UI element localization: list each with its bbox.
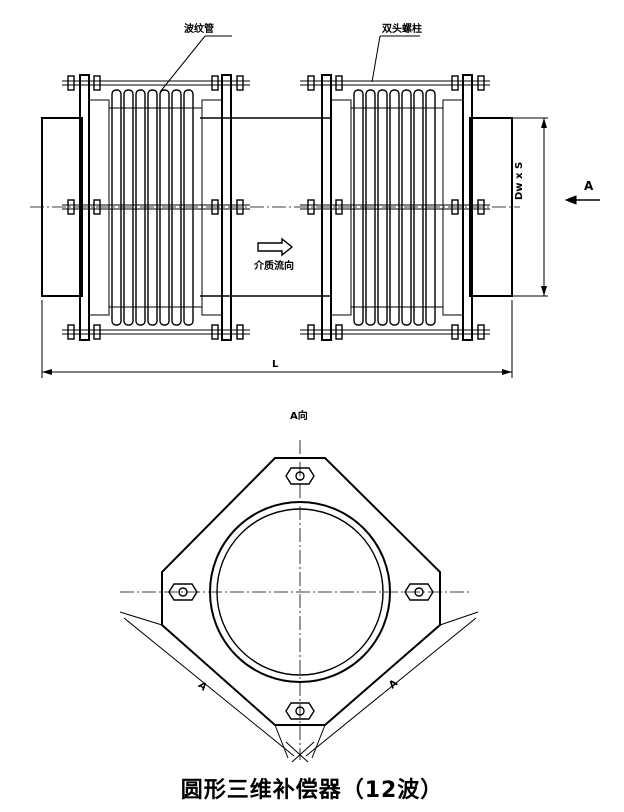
dim-arrow-right: [502, 369, 512, 375]
dim-arrow-left: [42, 369, 52, 375]
label-dim-diameter: Dw x S: [514, 161, 525, 200]
view-arrowhead: [564, 195, 577, 205]
flow-arrow-icon: [257, 237, 294, 257]
leader-stud: [371, 35, 381, 83]
dim-ext-a-left-1: [119, 611, 163, 626]
bolt-bottom: [285, 702, 315, 720]
bellows-left: [88, 89, 223, 326]
label-view-title: A向: [290, 411, 308, 422]
drawing-caption: 圆形三维补偿器（12波）: [180, 778, 444, 803]
dim-arrow-top: [541, 118, 547, 128]
bellows-right: [330, 89, 464, 326]
dim-line-a-left: [123, 617, 295, 757]
bolt-left: [168, 583, 198, 601]
dim-arrow-bottom: [541, 286, 547, 296]
label-flow-direction: 介质流向: [254, 261, 294, 272]
bolt-top: [285, 467, 315, 485]
dim-ext-a-right-2: [311, 724, 326, 759]
dim-ext-a-right-1: [439, 611, 479, 626]
dim-cross-2: [291, 741, 315, 763]
dim-cross-1: [285, 741, 309, 763]
leader-bellows: [159, 35, 206, 93]
label-double-stud: 双头螺柱: [382, 24, 422, 35]
studs: [62, 75, 490, 340]
bolt-right: [404, 583, 434, 601]
label-view-arrow: A: [584, 179, 594, 193]
label-dim-length: L: [272, 359, 279, 370]
label-bellows: 波纹管: [184, 24, 214, 35]
dim-line-a-right: [305, 617, 477, 757]
dim-ext-a-left-2: [274, 724, 289, 759]
